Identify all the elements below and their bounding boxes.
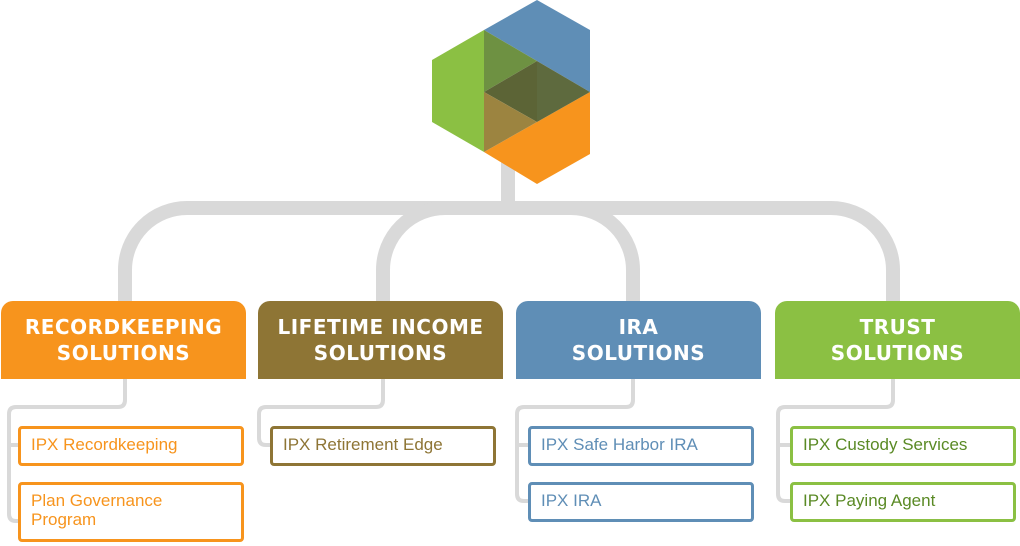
category-title-line1: RECORDKEEPING (24, 315, 223, 339)
category-header-recordkeeping: RECORDKEEPING SOLUTIONS (1, 301, 246, 379)
item-ipx-retirement-edge[interactable]: IPX Retirement Edge (270, 426, 496, 466)
category-title-line1: LIFETIME INCOME (277, 315, 484, 339)
category-title-line2: SOLUTIONS (56, 341, 191, 365)
item-plan-governance-program[interactable]: Plan Governance Program (18, 482, 244, 542)
item-ipx-recordkeeping[interactable]: IPX Recordkeeping (18, 426, 244, 466)
category-title-line1: IRA (618, 315, 659, 339)
category-header-ira: IRA SOLUTIONS (516, 301, 761, 379)
category-title-line2: SOLUTIONS (571, 341, 706, 365)
category-title-line1: TRUST (859, 315, 936, 339)
hexagon-cube-logo (432, 0, 590, 184)
category-title-line2: SOLUTIONS (830, 341, 965, 365)
item-ipx-paying-agent[interactable]: IPX Paying Agent (790, 482, 1016, 522)
item-ipx-ira[interactable]: IPX IRA (528, 482, 754, 522)
category-header-trust: TRUST SOLUTIONS (775, 301, 1020, 379)
category-title-line2: SOLUTIONS (313, 341, 448, 365)
item-ipx-safe-harbor-ira[interactable]: IPX Safe Harbor IRA (528, 426, 754, 466)
category-header-lifetime-income: LIFETIME INCOME SOLUTIONS (258, 301, 503, 379)
item-ipx-custody-services[interactable]: IPX Custody Services (790, 426, 1016, 466)
